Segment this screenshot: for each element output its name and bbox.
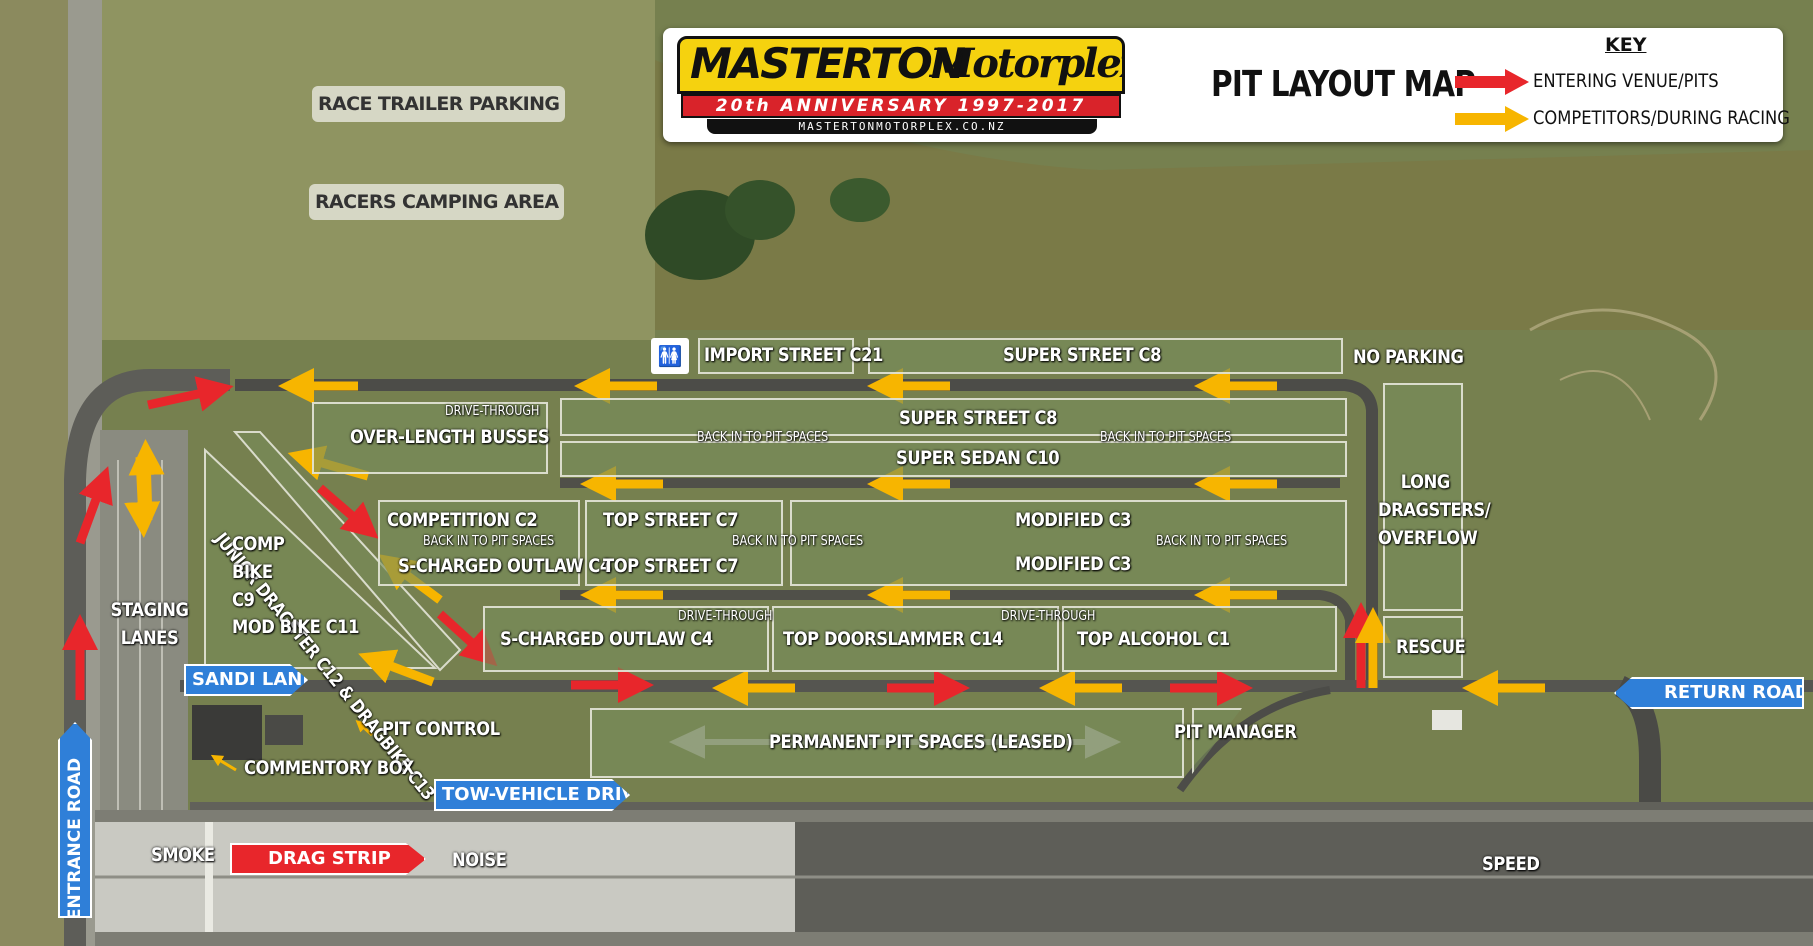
red-arrow-icon [1455,69,1529,95]
race-trailer-parking-label: RACE TRAILER PARKING [312,86,566,122]
pit-control-label: PIT CONTROL [382,718,500,740]
drive-through-label-3: DRIVE-THROUGH [1001,609,1096,624]
zone-top-street [585,500,783,586]
permanent-pits-label: PERMANENT PIT SPACES (LEASED) [769,731,1073,753]
commentory-box-label: COMMENTORY BOX [244,757,414,779]
racers-camping-area-label: RACERS CAMPING AREA [309,184,565,220]
top-alcohol-label: TOP ALCOHOL C1 [1077,628,1230,650]
entrance-road-label: ENTRANCE ROAD [65,758,85,921]
top-street-label-2: TOP STREET C7 [603,555,739,577]
key-entering-label: ENTERING VENUE/PITS [1533,70,1719,92]
zone-modified [790,500,1347,586]
zone-rescue [1383,616,1463,678]
zone-competition [378,500,580,586]
yellow-arrow-icon [1455,106,1529,132]
zone-permanent-pits [590,708,1184,778]
zone-super-sedan [560,441,1347,477]
over-length-busses-label: OVER-LENGTH BUSSES [350,426,550,448]
super-street-label: SUPER STREET C8 [899,407,1058,429]
mod-bike-label: MOD BIKE C11 [232,616,360,638]
speed-label: SPEED [1482,853,1540,875]
pit-manager-label: PIT MANAGER [1174,721,1297,743]
tow-vehicle-drive-sign: TOW-VEHICLE DRIVE [434,779,630,811]
sandi-lane-sign: SANDI LANE [184,664,308,696]
zone-super-street-top [868,338,1343,374]
top-street-label-1: TOP STREET C7 [603,509,739,531]
zone-import-street [698,338,854,374]
map-title: PIT LAYOUT MAP [1211,64,1476,105]
masterton-motorplex-logo: MASTERTON Motorplex 20th ANNIVERSARY 199… [677,36,1125,134]
import-street-label: IMPORT STREET C21 [704,344,883,366]
modified-label-1: MODIFIED C3 [1015,509,1132,531]
key-title: KEY [1605,34,1647,56]
top-doorslammer-label: TOP DOORSLAMMER C14 [783,628,1003,650]
back-in-label-5: BACK IN TO PIT SPACES [1156,534,1288,549]
back-in-label-1: BACK IN TO PIT SPACES [697,430,829,445]
zone-long-dragsters [1383,383,1463,611]
zone-top-doorslammer [772,606,1059,672]
competition-label: COMPETITION C2 [387,509,538,531]
return-road-sign: RETURN ROAD [1614,677,1804,709]
logo-anniversary-band: 20th ANNIVERSARY 1997-2017 [681,94,1121,118]
zone-scharged-outlaw [483,606,769,672]
no-parking-label: NO PARKING [1353,346,1464,368]
restroom-icon: 🚻 [651,338,689,374]
noise-label: NOISE [452,849,507,871]
staging-lanes-label: STAGING LANES [110,599,189,649]
zone-super-street [560,398,1347,436]
scharged-outlaw-label: S-CHARGED OUTLAW C4 [500,628,713,650]
zone-top-alcohol [1062,606,1337,672]
super-street-top-label: SUPER STREET C8 [1003,344,1162,366]
super-sedan-label: SUPER SEDAN C10 [896,447,1060,469]
modified-label-2: MODIFIED C3 [1015,553,1132,575]
zone-over-length-busses [312,402,548,474]
scharged-outlaw-small-label: S-CHARGED OUTLAW C4 [398,555,611,577]
drive-through-label-2: DRIVE-THROUGH [678,609,773,624]
header-card: MASTERTON Motorplex 20th ANNIVERSARY 199… [663,28,1790,142]
smoke-label: SMOKE [151,844,215,866]
back-in-label-4: BACK IN TO PIT SPACES [732,534,864,549]
drive-through-label-1: DRIVE-THROUGH [445,404,540,419]
entrance-road-sign: ENTRANCE ROAD [58,722,92,918]
back-in-label-3: BACK IN TO PIT SPACES [423,534,555,549]
back-in-label-2: BACK IN TO PIT SPACES [1100,430,1232,445]
logo-wordmark: MASTERTON Motorplex [677,36,1125,94]
long-dragsters-label: LONG DRAGSTERS/ OVERFLOW [1378,471,1491,549]
rescue-label: RESCUE [1396,636,1466,658]
key-competitors-label: COMPETITORS/DURING RACING [1533,107,1790,129]
drag-strip-sign: DRAG STRIP [230,843,426,875]
comp-bike-label: COMP BIKE C9 [232,533,285,611]
logo-url: MASTERTONMOTORPLEX.CO.NZ [707,119,1097,134]
